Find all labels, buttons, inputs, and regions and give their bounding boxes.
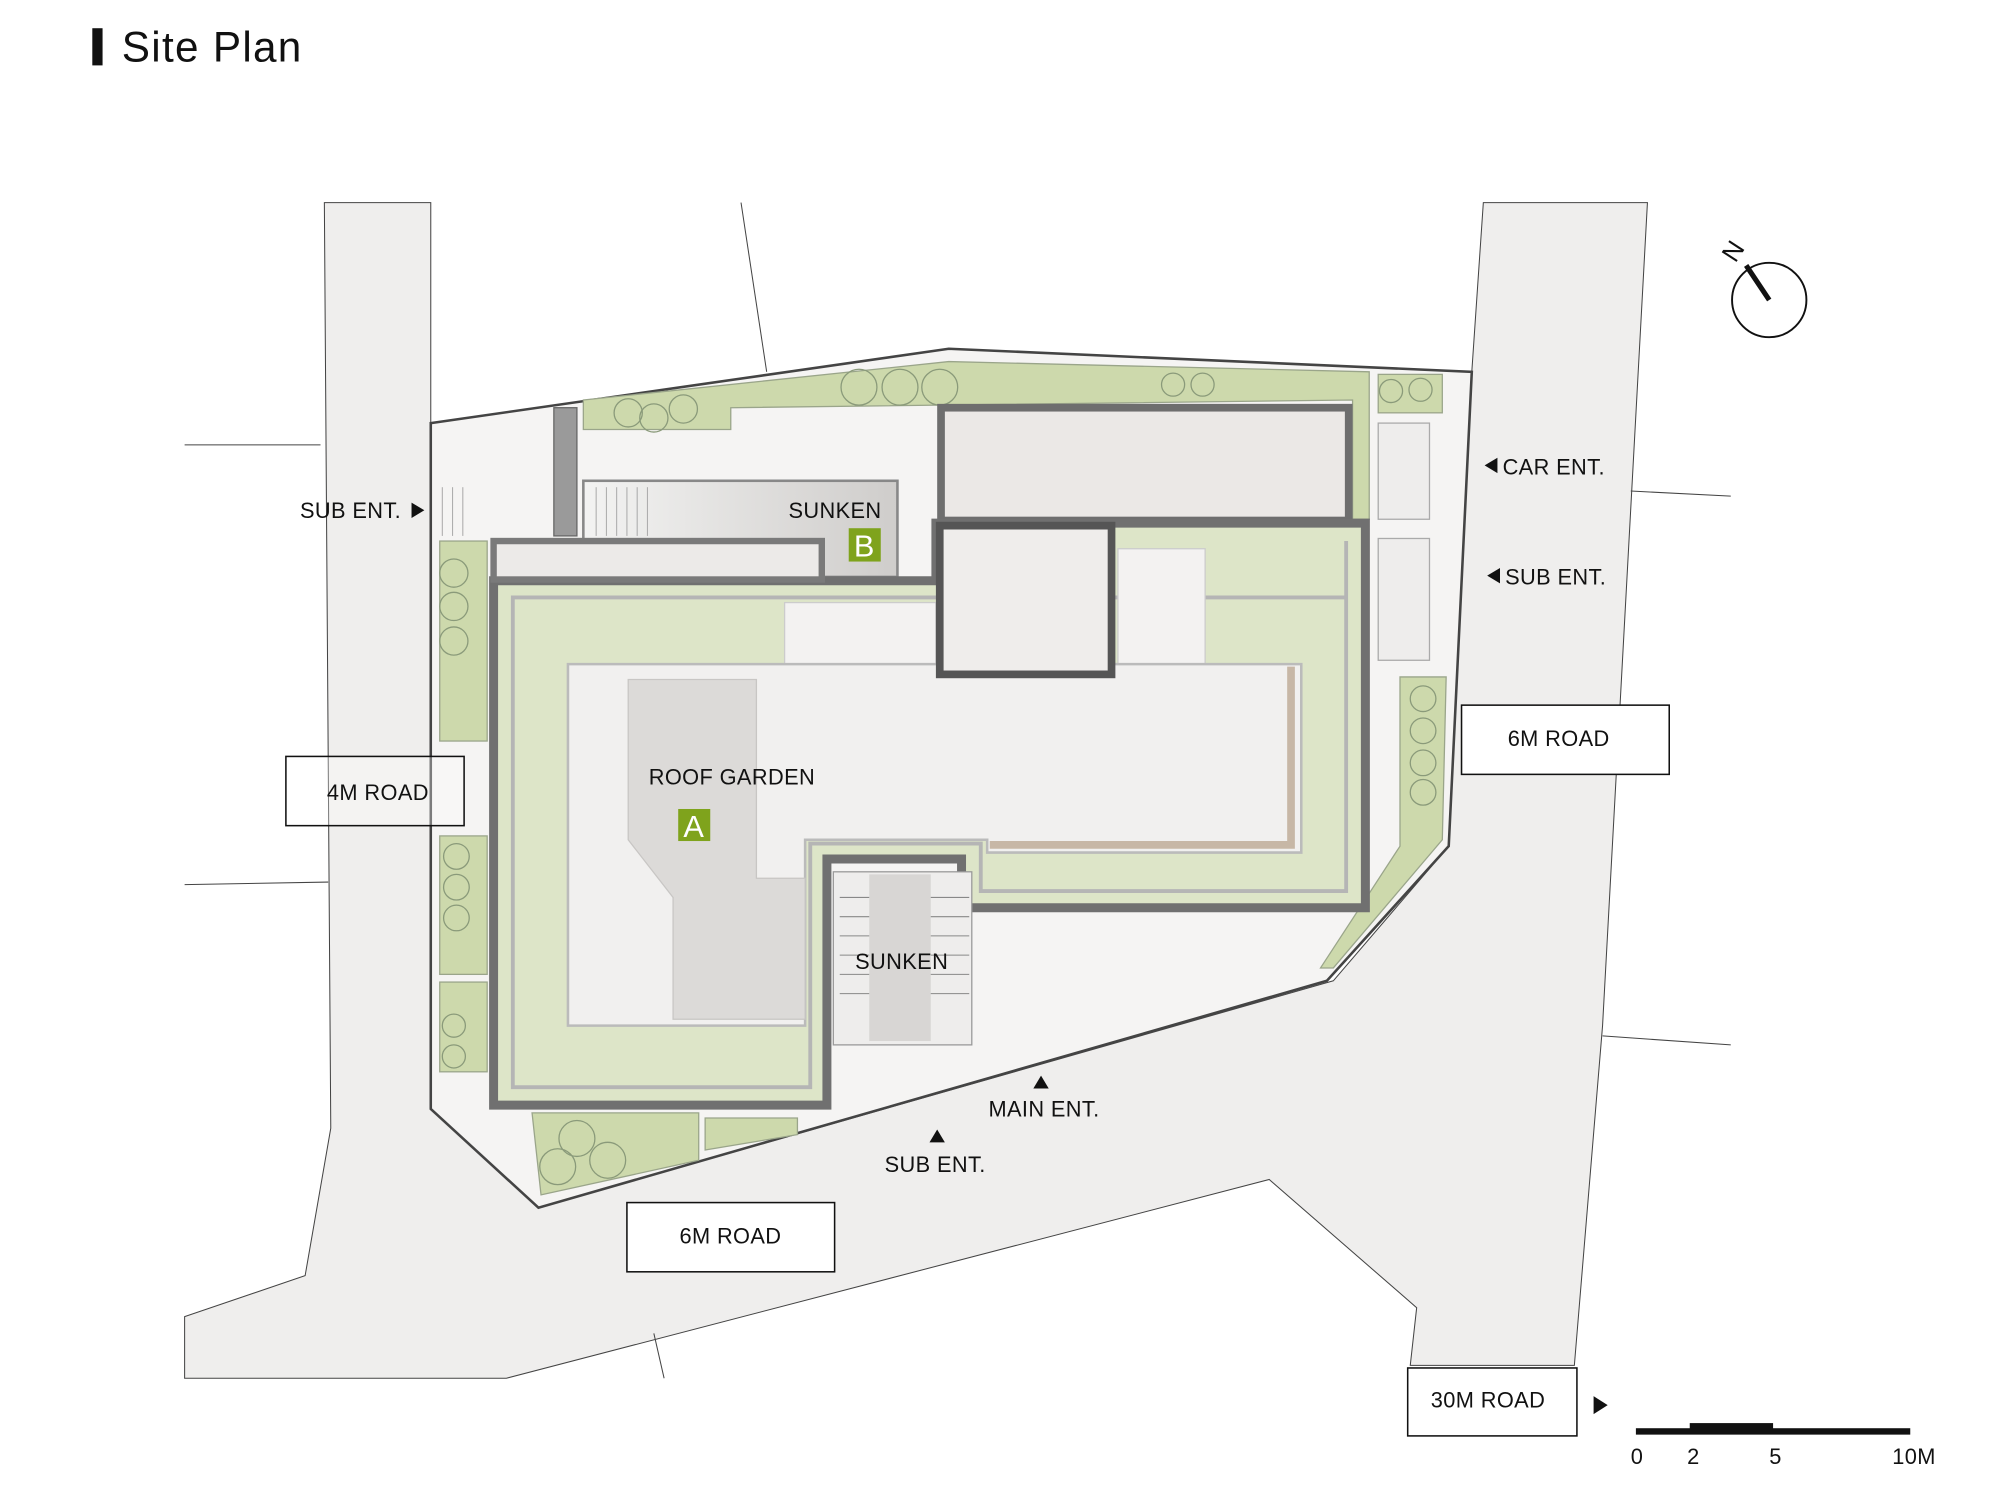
roof-garden-paving — [627, 678, 806, 1020]
marker-a: A — [678, 808, 711, 844]
arrow-right-icon — [411, 502, 425, 518]
lot-lines — [184, 202, 1731, 1379]
svg-text:6M ROAD: 6M ROAD — [1508, 726, 1610, 751]
planter-edge — [989, 666, 1295, 849]
label-sub-ent-south: SUB ENT. — [885, 1152, 986, 1177]
stairs-south — [839, 896, 970, 995]
label-sub-ent-west: SUB ENT. — [300, 498, 401, 523]
label-sub-ent-east: SUB ENT. — [1505, 565, 1606, 590]
building-block-north — [937, 403, 1353, 525]
title-bar-mark — [92, 28, 103, 66]
marker-b: B — [848, 528, 881, 563]
label-sunken-south: SUNKEN — [855, 949, 948, 974]
svg-text:0: 0 — [1631, 1444, 1644, 1469]
label-sunken-b: SUNKEN — [788, 498, 881, 523]
roof-terrace-2 — [1117, 548, 1206, 674]
svg-text:2: 2 — [1687, 1444, 1700, 1469]
svg-text:N: N — [1717, 236, 1751, 267]
page-title: Site Plan — [122, 24, 303, 71]
arrow-left-icon — [1484, 457, 1498, 474]
wall-north — [553, 407, 578, 537]
stairs-north — [441, 487, 648, 536]
arrow-left-icon — [1487, 567, 1500, 584]
label-main-ent: MAIN ENT. — [988, 1097, 1099, 1122]
east-stairs — [1377, 537, 1431, 661]
svg-text:4M ROAD: 4M ROAD — [327, 780, 429, 805]
arrow-up-icon — [1033, 1075, 1049, 1089]
scale-bar: 0 2 5 10M — [1631, 1423, 1936, 1469]
road-label-south: 6M ROAD — [626, 1201, 836, 1273]
svg-text:5: 5 — [1769, 1444, 1782, 1469]
north-arrow-icon: N — [1717, 236, 1808, 339]
road-label-west: 4M ROAD — [285, 755, 465, 827]
label-roof-garden: ROOF GARDEN — [649, 765, 815, 790]
svg-text:10M: 10M — [1892, 1444, 1936, 1469]
sunken-south-void — [869, 874, 931, 1042]
arrow-right-icon — [1593, 1396, 1608, 1415]
roof-strip — [490, 537, 825, 583]
svg-text:30M ROAD: 30M ROAD — [1431, 1388, 1545, 1413]
svg-text:B: B — [854, 528, 875, 563]
east-ramp — [1377, 422, 1431, 520]
label-car-ent: CAR ENT. — [1503, 454, 1605, 479]
road-label-southeast: 30M ROAD — [1406, 1367, 1578, 1437]
road-label-east: 6M ROAD — [1460, 704, 1670, 776]
arrow-up-icon — [929, 1129, 945, 1143]
svg-text:6M ROAD: 6M ROAD — [679, 1224, 781, 1249]
building-core — [935, 521, 1116, 679]
roof-terrace — [783, 601, 937, 674]
svg-text:A: A — [683, 809, 704, 844]
